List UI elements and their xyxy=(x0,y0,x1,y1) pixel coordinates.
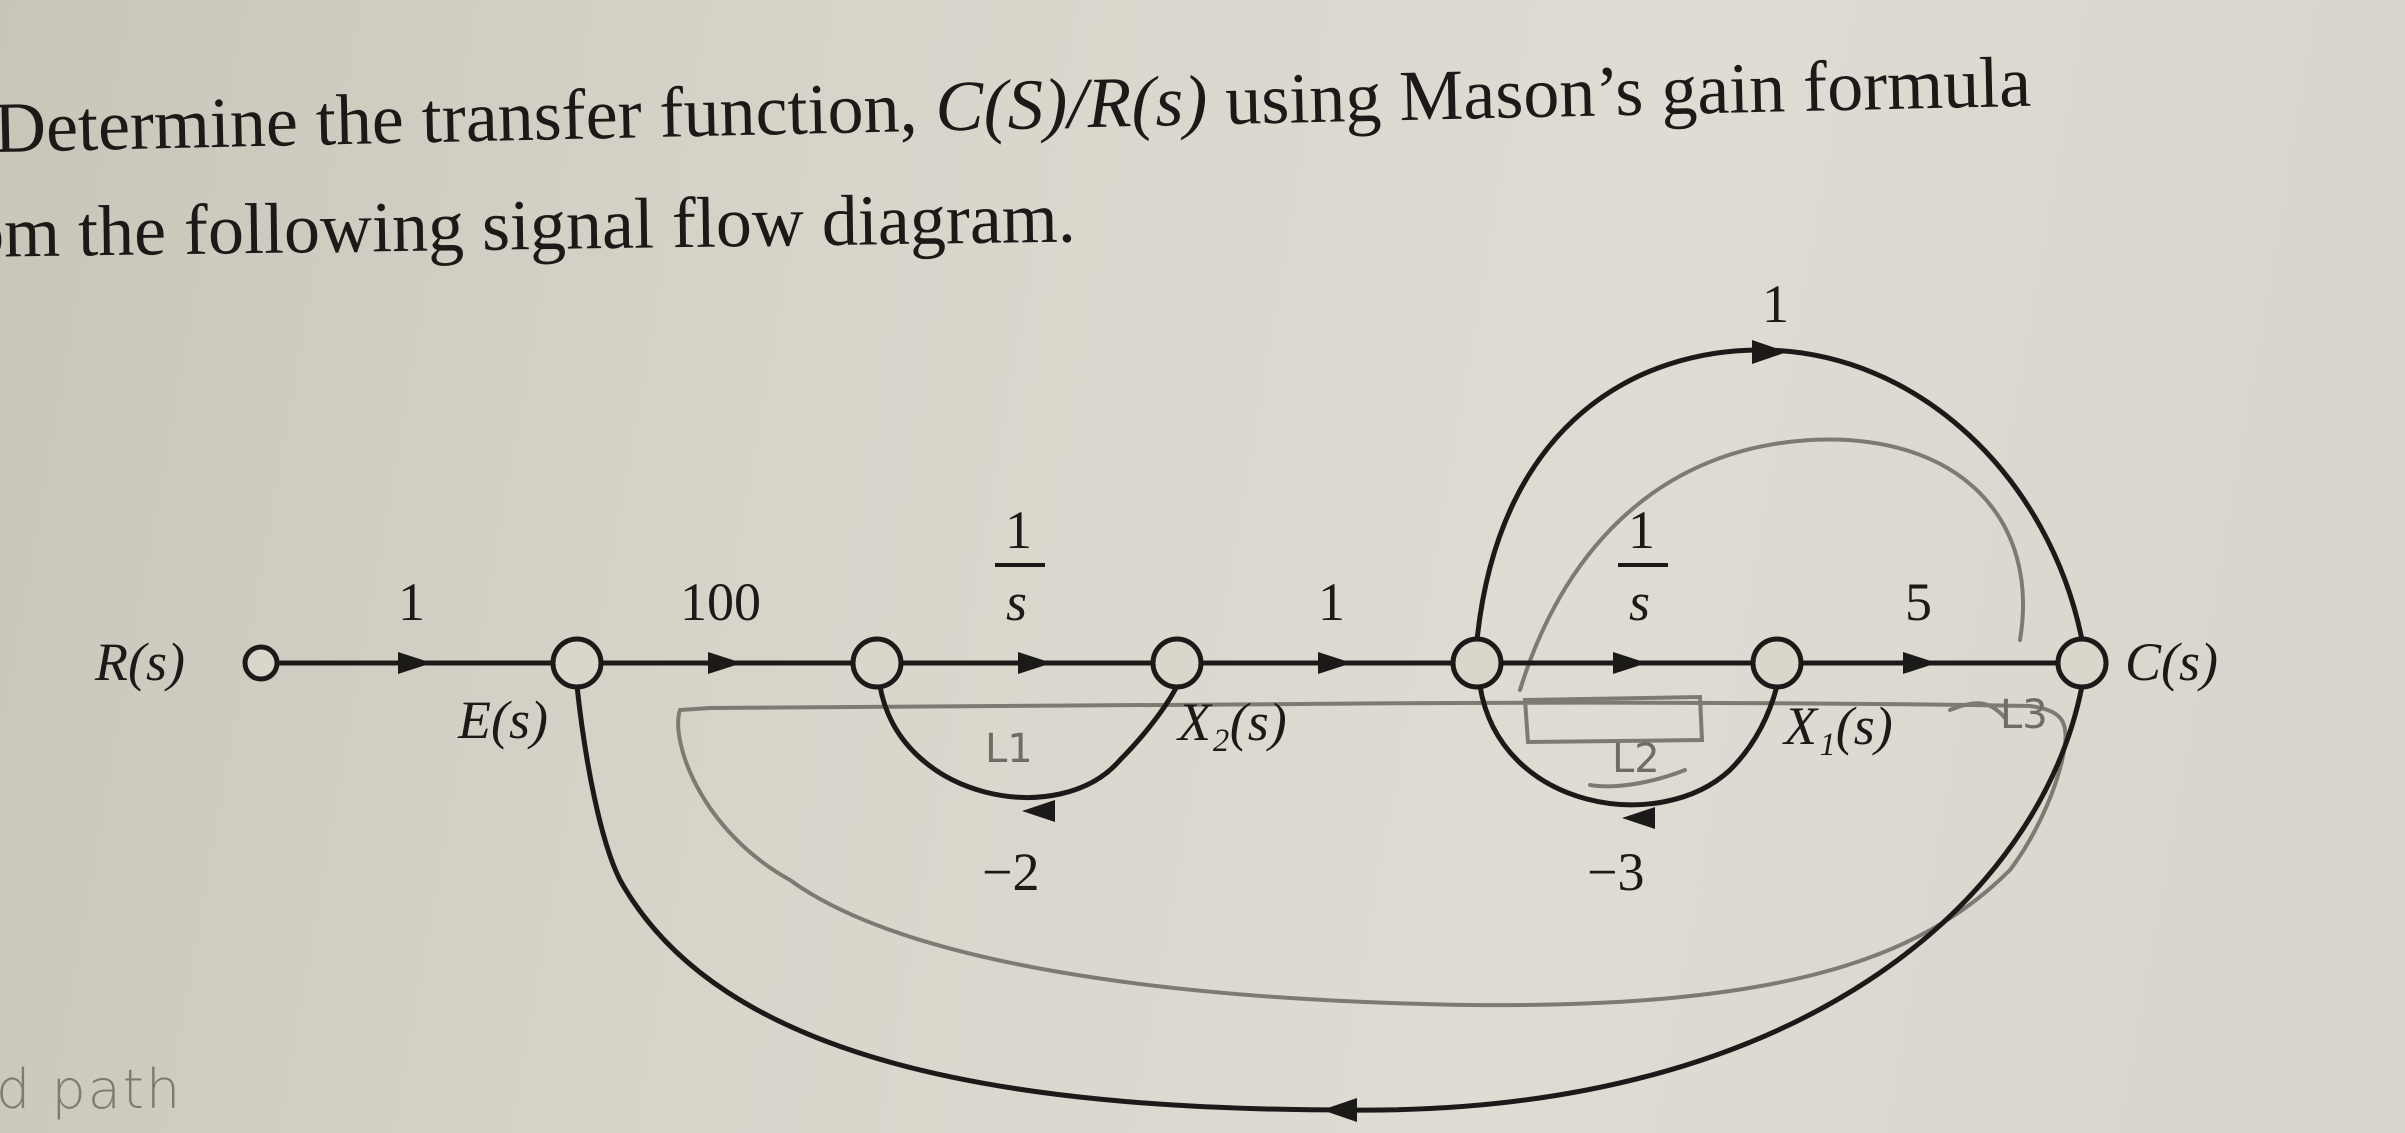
arrowhead-e-to-n2 xyxy=(708,652,742,674)
branch-arrowheads xyxy=(398,340,1937,1122)
node-e xyxy=(550,636,604,690)
pencil-label-l3: L3 xyxy=(2000,692,2048,738)
branch-gain-labels: 1 100 1 s 1 1 s 5 1 −2 −3 xyxy=(398,274,1932,902)
node-n2 xyxy=(850,636,904,690)
arrowhead-x1-to-c xyxy=(1903,652,1937,674)
pencil-outer-loop xyxy=(676,700,2068,1008)
node-r xyxy=(242,644,280,682)
gain-n4-to-x1-denominator: s xyxy=(1629,572,1650,632)
branch-loop-minus3 xyxy=(1477,683,1780,808)
gain-x2-to-n4: 1 xyxy=(1318,572,1345,632)
gain-r-to-e: 1 xyxy=(398,572,425,632)
gain-n2-to-x2-denominator: s xyxy=(1006,572,1027,632)
branch-feedback-bottom xyxy=(574,683,2085,1113)
gain-e-to-n2: 100 xyxy=(680,572,761,632)
arrowhead-x2-to-n4 xyxy=(1318,652,1352,674)
gain-x1-to-c: 5 xyxy=(1905,572,1932,632)
arrowhead-loop-minus3 xyxy=(1622,807,1655,829)
node-label-x2: X₂(s) xyxy=(1176,692,1287,752)
gain-loop-minus3: −3 xyxy=(1587,842,1644,902)
node-label-e: E(s) xyxy=(457,690,548,750)
branch-feedforward-top xyxy=(1474,347,2085,643)
node-n4 xyxy=(1450,636,1504,690)
arrowhead-n4-to-x1 xyxy=(1613,652,1647,674)
pencil-l2-box xyxy=(1522,694,1705,745)
arrowhead-loop-minus2 xyxy=(1022,800,1055,822)
node-c xyxy=(2055,636,2109,690)
pencil-annotations xyxy=(676,437,2068,1008)
arrowhead-feedforward-top xyxy=(1752,340,1787,364)
node-x2 xyxy=(1150,636,1204,690)
pencil-l2-tick xyxy=(1588,768,1687,789)
node-label-c: C(s) xyxy=(2125,632,2218,692)
gain-loop-minus2: −2 xyxy=(982,842,1039,902)
node-label-r: R(s) xyxy=(94,632,185,692)
arrowhead-r-to-e xyxy=(398,652,432,674)
pencil-label-l2: L2 xyxy=(1612,736,1660,782)
pencil-labels: L1 L2 L3 xyxy=(985,692,2048,782)
handwritten-note: d path xyxy=(0,1058,183,1121)
pencil-l3-loop xyxy=(1518,437,2026,692)
arrowhead-feedback-bottom xyxy=(1322,1098,1357,1122)
node-label-x1: X₁(s) xyxy=(1782,696,1893,756)
arrowhead-n2-to-x2 xyxy=(1018,652,1052,674)
node-labels: R(s) E(s) X₂(s) X₁(s) C(s) xyxy=(94,632,2218,756)
pencil-label-l1: L1 xyxy=(985,726,1033,772)
gain-feedforward-top: 1 xyxy=(1762,274,1789,334)
branch-loop-minus2 xyxy=(877,683,1180,800)
node-x1 xyxy=(1750,636,1804,690)
signal-flow-nodes xyxy=(242,636,2109,690)
gain-n2-to-x2-numerator: 1 xyxy=(1005,500,1032,560)
pencil-l3-tick xyxy=(1948,701,2007,720)
gain-n4-to-x1-numerator: 1 xyxy=(1628,500,1655,560)
